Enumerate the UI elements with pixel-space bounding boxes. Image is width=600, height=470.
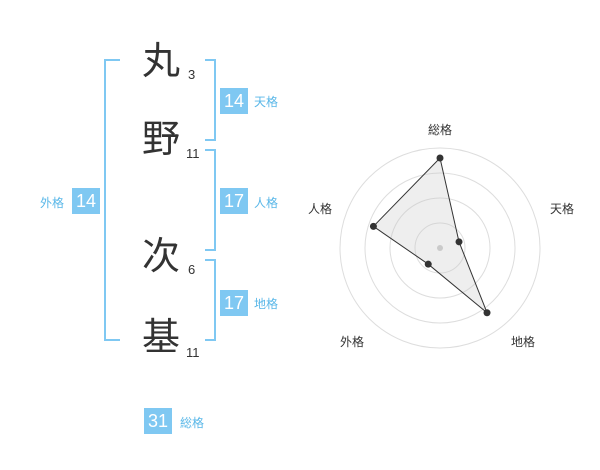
soukaku-label: 総格: [180, 416, 205, 430]
stroke-count-2: 11: [186, 146, 200, 161]
chikaku-label: 地格: [254, 297, 279, 311]
radar-ring: [414, 222, 466, 274]
gaikaku-bracket: [104, 59, 120, 341]
radar-point-3: [483, 309, 491, 317]
radar-label-tenkaku: 天格: [550, 202, 575, 216]
name-char-3: 次: [142, 234, 181, 278]
radar-label-gaikaku: 外格: [340, 335, 365, 349]
soukaku-value: 31: [144, 408, 173, 434]
name-char-2: 野: [142, 117, 181, 161]
radar-point-4: [424, 260, 432, 268]
radar-point-5: [369, 222, 377, 230]
jinkaku-label: 人格: [254, 196, 279, 210]
name-char-4: 基: [142, 315, 181, 359]
tenkaku-label: 天格: [254, 95, 279, 109]
radar-point-2: [455, 238, 463, 246]
jinkaku-bracket: [205, 149, 216, 251]
chikaku-value: 17: [220, 290, 249, 316]
tenkaku-value: 14: [220, 88, 249, 114]
radar-ring: [364, 172, 516, 324]
radar-ring: [389, 197, 491, 299]
stroke-count-1: 3: [188, 67, 196, 82]
gaikaku-value: 14: [72, 188, 101, 214]
gaikaku-label: 外格: [40, 196, 65, 210]
radar-ring: [339, 147, 541, 349]
stroke-count-3: 6: [188, 262, 196, 277]
radar-polygon: [372, 156, 488, 314]
jinkaku-value: 17: [220, 188, 249, 214]
radar-label-soukaku: 総格: [428, 123, 453, 137]
radar-label-chikaku: 地格: [511, 335, 536, 349]
chikaku-bracket: [205, 259, 216, 341]
radar-label-jinkaku: 人格: [308, 202, 333, 216]
radar-point-1: [436, 154, 444, 162]
stroke-count-4: 11: [186, 345, 200, 360]
radar-center: [437, 245, 443, 251]
tenkaku-bracket: [205, 59, 216, 141]
name-char-1: 丸: [142, 39, 181, 83]
